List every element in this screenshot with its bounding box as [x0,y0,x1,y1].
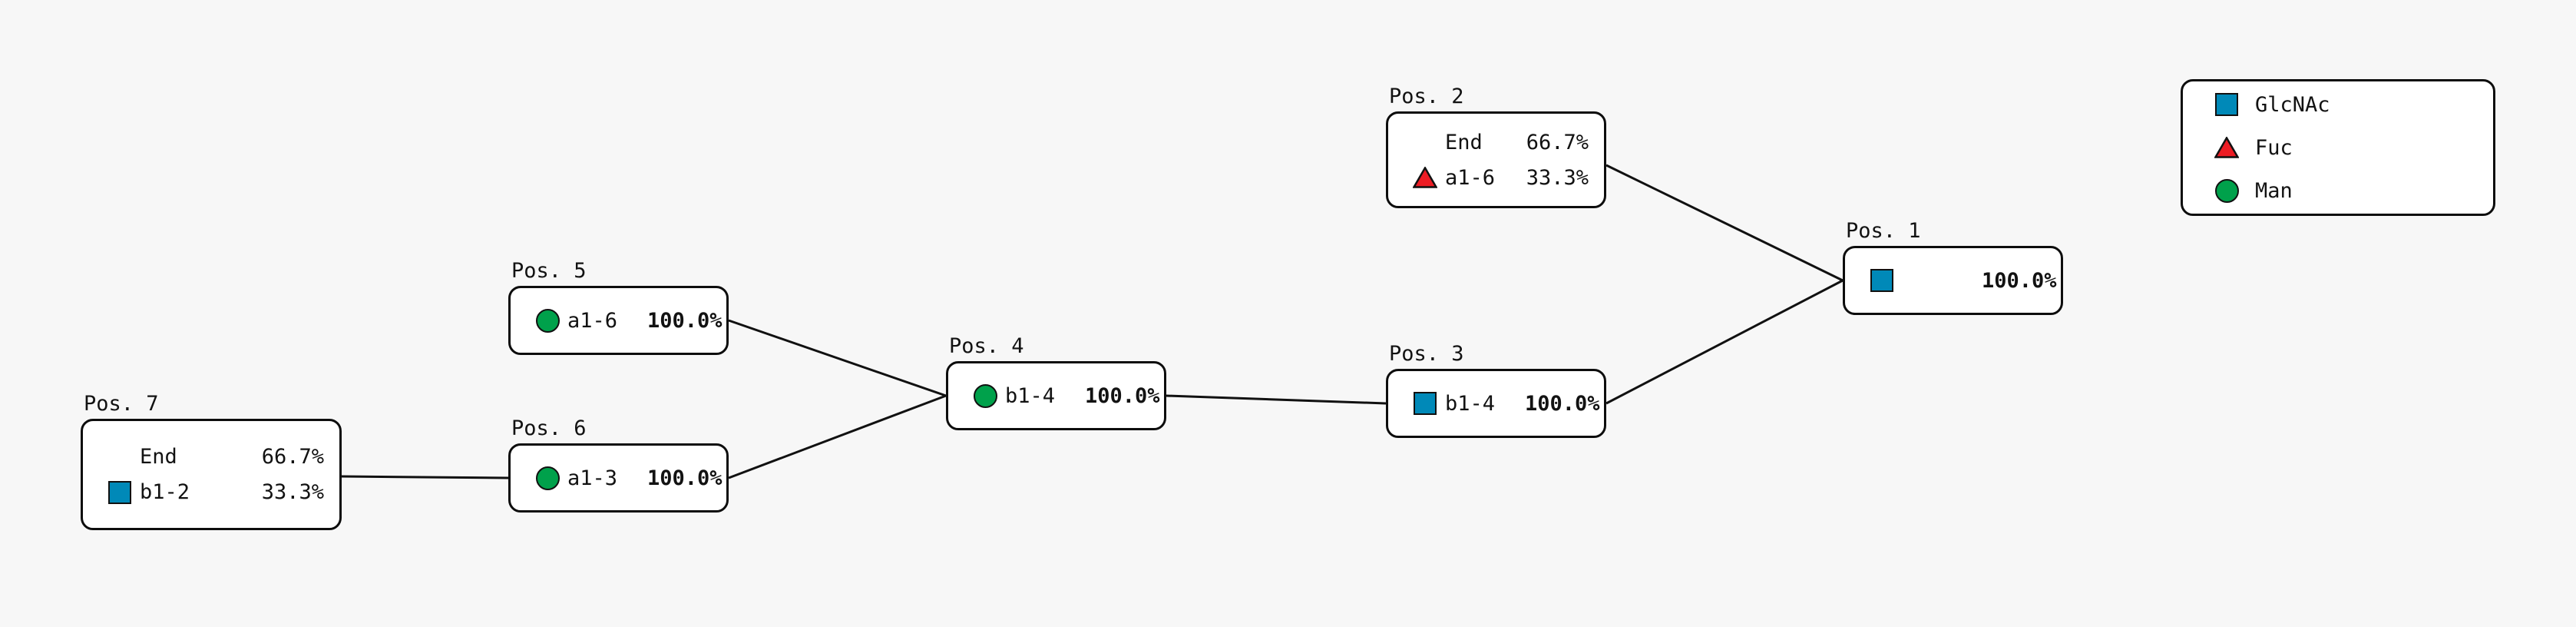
glcnac-square-icon [108,480,131,504]
node-pos5[interactable]: Pos. 5 a1-6 100.0% [508,260,729,355]
man-circle-icon [973,383,997,408]
glcnac-square-icon [1870,269,1893,292]
fuc-triangle-icon [1413,167,1437,188]
glcnac-square-icon [2215,93,2238,116]
node-pos4[interactable]: Pos. 4 b1-4 100.0% [946,336,1166,430]
node-row: End 66.7% [1405,124,1593,160]
node-pos6[interactable]: Pos. 6 a1-3 100.0% [508,418,729,513]
node-row: a1-3 100.0% [527,460,723,496]
node-row: b1-4 100.0% [965,378,1160,413]
legend-glyph [2198,178,2255,203]
man-circle-icon [535,308,560,333]
legend-label: GlcNAc [2255,92,2330,117]
node-pos7[interactable]: Pos. 7 End 66.7% b1-2 33.3% [81,393,342,530]
linkage-label: b1-4 [1445,391,1496,416]
edge-pos3-to-pos1 [1605,279,1844,405]
legend-glyph [2198,93,2255,116]
node-box-pos3[interactable]: b1-4 100.0% [1386,369,1606,438]
legend-label: Fuc [2255,135,2293,160]
percentage-value: 100.0% [647,466,723,490]
node-box-pos2[interactable]: End 66.7% a1-6 33.3% [1386,111,1606,208]
linkage-label: b1-4 [1005,383,1056,408]
man-circle-icon [2214,178,2239,203]
glcnac-square-icon [1414,392,1437,415]
glyph-cell [527,466,567,490]
percentage-value: 100.0% [1525,391,1600,416]
legend-label: Man [2255,178,2293,203]
node-pos2[interactable]: Pos. 2 End 66.7% a1-6 33.3% [1386,86,1606,208]
glyph-cell [1405,167,1445,188]
node-title-pos3: Pos. 3 [1389,342,1464,366]
node-pos3[interactable]: Pos. 3 b1-4 100.0% [1386,343,1606,438]
percentage-value: 33.3% [261,480,324,504]
linkage-label: a1-3 [567,466,618,490]
linkage-label: b1-2 [140,480,190,504]
percentage-value: 66.7% [261,445,324,469]
edge-pos7-to-pos6 [341,475,509,479]
linkage-label: a1-6 [1445,165,1496,190]
edge-pos6-to-pos4 [728,394,947,479]
percentage-value: 100.0% [1085,383,1160,408]
percentage-value: 100.0% [647,308,723,333]
node-title-pos5: Pos. 5 [511,259,587,283]
node-row: b1-2 33.3% [100,475,329,510]
glyph-cell [1862,269,1902,292]
fuc-triangle-icon [2214,137,2239,158]
node-title-pos1: Pos. 1 [1846,219,1921,243]
node-row: a1-6 100.0% [527,303,723,338]
node-box-pos7[interactable]: End 66.7% b1-2 33.3% [81,419,342,530]
node-pos1[interactable]: Pos. 1 100.0% [1843,221,2063,315]
node-box-pos1[interactable]: 100.0% [1843,246,2063,315]
node-box-pos5[interactable]: a1-6 100.0% [508,286,729,355]
node-title-pos6: Pos. 6 [511,416,587,440]
edge-pos4-to-pos3 [1166,394,1387,405]
node-row: a1-6 33.3% [1405,160,1593,195]
node-box-pos6[interactable]: a1-3 100.0% [508,443,729,513]
node-row: End 66.7% [100,440,329,475]
percentage-value: 100.0% [1982,268,2057,293]
node-row: b1-4 100.0% [1405,386,1600,421]
glyph-cell [1405,392,1445,415]
node-title-pos4: Pos. 4 [949,334,1024,358]
legend-item-glcnac: GlcNAc [2198,83,2478,126]
linkage-label: a1-6 [567,308,618,333]
glyph-cell [100,480,140,504]
linkage-label: End [140,445,177,469]
legend-item-fuc: Fuc [2198,126,2478,169]
node-box-pos4[interactable]: b1-4 100.0% [946,361,1166,430]
edge-pos2-to-pos1 [1605,164,1844,282]
glyph-cell [527,308,567,333]
node-title-pos2: Pos. 2 [1389,85,1464,108]
linkage-label: End [1445,130,1483,154]
percentage-value: 66.7% [1526,130,1589,154]
glyph-cell [965,383,1005,408]
percentage-value: 33.3% [1526,165,1589,190]
node-title-pos7: Pos. 7 [84,392,159,416]
legend-glyph [2198,137,2255,158]
legend-item-man: Man [2198,169,2478,212]
man-circle-icon [535,466,560,490]
node-row: 100.0% [1862,263,2057,298]
edge-pos5-to-pos4 [728,319,947,397]
